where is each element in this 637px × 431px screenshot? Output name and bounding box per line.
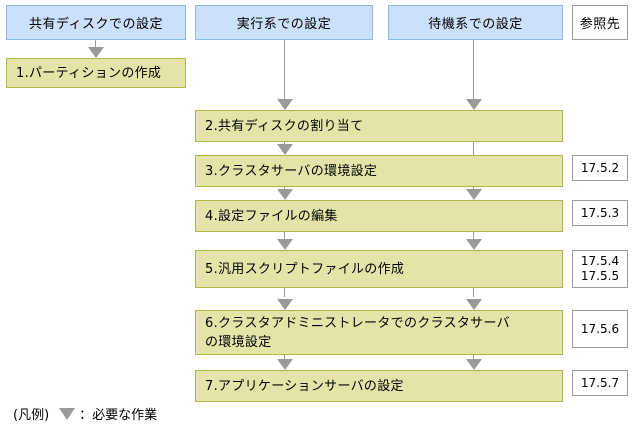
reference-label: 17.5.6	[580, 321, 620, 336]
column-header-label: 実行系での設定	[236, 17, 332, 32]
reference-box-step7: 17.5.7	[572, 370, 628, 396]
legend-text: 必要な作業	[92, 408, 158, 423]
step-box-1: 1.パーティションの作成	[6, 58, 186, 88]
connector-line-active-step5-step6	[284, 288, 285, 297]
reference-label: 17.5.4 17.5.5	[580, 254, 620, 283]
reference-box-step4: 17.5.3	[572, 200, 628, 226]
step-box-7: 7.アプリケーションサーバの設定	[195, 370, 563, 402]
connector-line-standby-to-step2	[473, 40, 474, 104]
down-triangle-icon	[277, 239, 293, 250]
step-label: 4.設定ファイルの編集	[205, 208, 338, 224]
down-triangle-icon	[277, 144, 293, 155]
legend-separator: ：	[79, 408, 93, 423]
down-triangle-icon	[88, 47, 104, 58]
down-triangle-icon	[277, 99, 293, 110]
step-box-3: 3.クラスタサーバの環境設定	[195, 155, 563, 187]
connector-line-standby-step4-step5	[473, 232, 474, 241]
step-label: 6.クラスタアドミニストレータでのクラスタサーバ の環境設定	[205, 315, 510, 350]
down-triangle-icon	[277, 299, 293, 310]
down-triangle-icon	[277, 189, 293, 200]
column-header-shared-disk: 共有ディスクでの設定	[6, 5, 186, 40]
connector-line-active-step4-step5	[284, 232, 285, 241]
down-triangle-icon	[466, 299, 482, 310]
reference-label: 17.5.7	[580, 375, 620, 390]
step-label: 2.共有ディスクの割り当て	[205, 118, 364, 134]
reference-label: 17.5.3	[580, 205, 620, 220]
step-label: 7.アプリケーションサーバの設定	[205, 378, 404, 394]
connector-line-active-to-step2	[284, 40, 285, 104]
connector-line-standby-step5-step6	[473, 288, 474, 297]
column-header-label: 参照先	[579, 17, 621, 32]
reference-box-step3: 17.5.2	[572, 155, 628, 181]
connector-line-shared-to-step1	[95, 40, 96, 52]
connector-line-standby-step2-step3	[473, 142, 474, 156]
legend: (凡例) ： 必要な作業	[13, 404, 157, 423]
down-triangle-icon	[466, 99, 482, 110]
step-label: 1.パーティションの作成	[16, 65, 162, 81]
column-header-label: 共有ディスクでの設定	[28, 17, 164, 32]
down-triangle-icon	[277, 359, 293, 370]
step-box-6: 6.クラスタアドミニストレータでのクラスタサーバ の環境設定	[195, 310, 563, 355]
step-label: 5.汎用スクリプトファイルの作成	[205, 261, 405, 277]
reference-box-step5: 17.5.4 17.5.5	[572, 250, 628, 288]
column-header-standby-system: 待機系での設定	[388, 5, 563, 40]
step-box-2: 2.共有ディスクの割り当て	[195, 110, 563, 142]
legend-prefix: (凡例)	[13, 408, 50, 423]
down-triangle-icon	[59, 407, 76, 420]
column-header-label: 待機系での設定	[428, 17, 523, 32]
down-triangle-icon	[466, 239, 482, 250]
column-header-reference: 参照先	[572, 5, 628, 40]
column-header-active-system: 実行系での設定	[195, 5, 373, 40]
down-triangle-icon	[466, 189, 482, 200]
step-box-5: 5.汎用スクリプトファイルの作成	[195, 250, 563, 288]
down-triangle-icon	[466, 359, 482, 370]
reference-box-step6: 17.5.6	[572, 310, 628, 348]
step-box-4: 4.設定ファイルの編集	[195, 200, 563, 232]
reference-label: 17.5.2	[580, 160, 620, 175]
step-label: 3.クラスタサーバの環境設定	[205, 163, 378, 179]
